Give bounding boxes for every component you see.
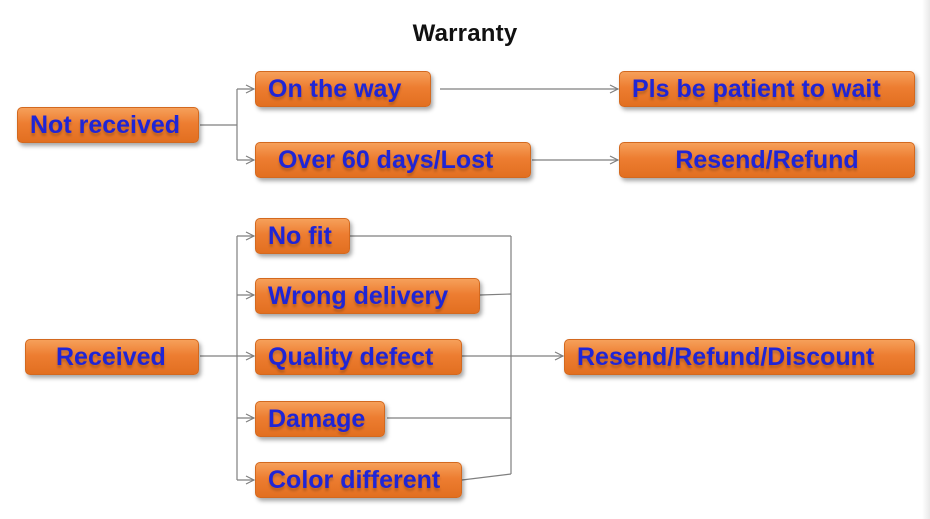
page-edge-shade bbox=[922, 0, 930, 519]
node-color-different: Color different bbox=[255, 462, 462, 498]
node-resend-refund-discount: Resend/Refund/Discount bbox=[564, 339, 915, 375]
node-not-received: Not received bbox=[17, 107, 199, 143]
node-wrong-delivery: Wrong delivery bbox=[255, 278, 480, 314]
collector-wrong-delivery bbox=[479, 293, 512, 296]
node-quality-defect: Quality defect bbox=[255, 339, 462, 375]
node-received: Received bbox=[25, 339, 199, 375]
node-patient: Pls be patient to wait bbox=[619, 71, 915, 107]
node-over-60-days: Over 60 days/Lost bbox=[255, 142, 531, 178]
node-on-the-way: On the way bbox=[255, 71, 431, 107]
diagram-title: Warranty bbox=[412, 20, 518, 47]
collector-color-different bbox=[461, 473, 512, 481]
node-no-fit: No fit bbox=[255, 218, 350, 254]
node-resend-refund: Resend/Refund bbox=[619, 142, 915, 178]
node-damage: Damage bbox=[255, 401, 385, 437]
